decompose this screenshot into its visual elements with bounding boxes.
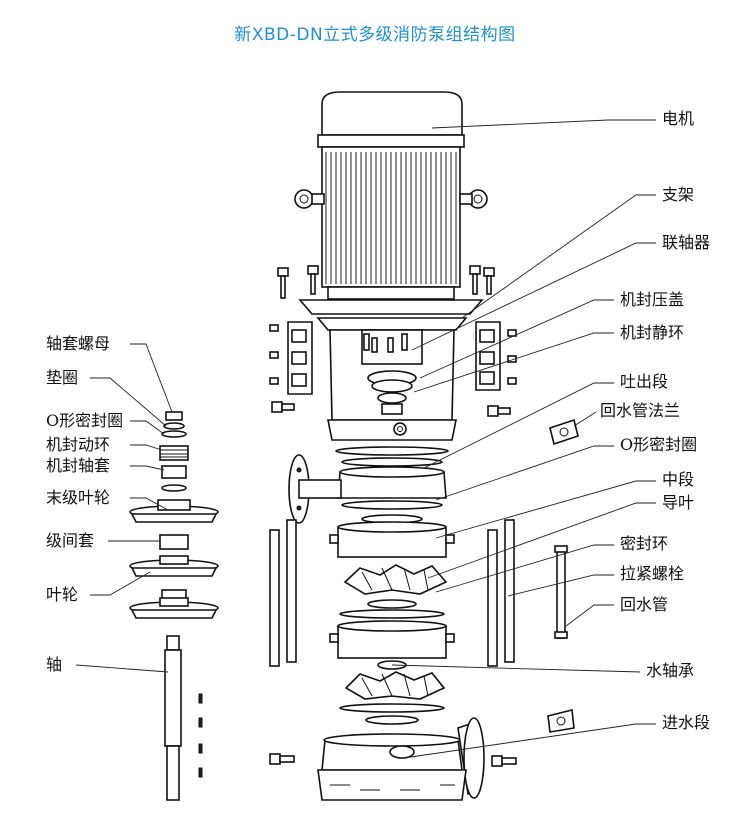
label-water-bearing: 水轴承 — [646, 661, 695, 680]
seal-gland-plates — [269, 321, 517, 417]
label-last-impeller: 末级叶轮 — [46, 488, 111, 507]
inlet-section-drawing — [269, 717, 517, 801]
leader-lines — [75, 119, 656, 759]
label-inlet-section: 进水段 — [662, 713, 711, 732]
label-seal-static-ring: 机封静环 — [620, 323, 685, 342]
label-stage-sleeve: 级间套 — [46, 531, 95, 550]
label-tie-bolt: 拉紧螺栓 — [620, 564, 685, 583]
label-guide-vane: 导叶 — [662, 493, 695, 512]
return-pipe-drawing — [547, 418, 579, 733]
label-coupling: 联轴器 — [662, 233, 711, 252]
label-seal-ring: 密封环 — [620, 534, 669, 553]
label-middle-section: 中段 — [662, 470, 695, 489]
label-bracket: 支架 — [662, 185, 695, 204]
label-washer: 垫圈 — [46, 368, 79, 387]
rotor-component-stack — [129, 411, 219, 801]
label-discharge-section: 吐出段 — [620, 372, 669, 391]
bracket-drawing — [316, 317, 468, 441]
label-motor: 电机 — [662, 109, 695, 128]
label-sleeve-nut: 轴套螺母 — [46, 334, 111, 353]
tie-rods — [269, 519, 515, 667]
label-shaft: 轴 — [46, 655, 63, 674]
label-return-flange: 回水管法兰 — [600, 401, 681, 420]
label-o-ring-right: O形密封圈 — [620, 435, 698, 454]
motor-drawing — [294, 91, 488, 315]
label-seal-sleeve: 机封轴套 — [46, 456, 111, 475]
diagram-title: 新XBD-DN立式多级消防泵组结构图 — [234, 25, 516, 45]
label-seal-rotating-ring: 机封动环 — [46, 435, 111, 454]
discharge-section-drawing — [288, 446, 449, 524]
label-impeller: 叶轮 — [46, 585, 79, 604]
label-return-pipe: 回水管 — [620, 595, 669, 614]
label-seal-gland: 机封压盖 — [620, 290, 685, 309]
middle-section-drawing — [329, 521, 455, 725]
motor-bolts — [277, 265, 495, 299]
label-o-ring-left: O形密封圈 — [46, 411, 124, 430]
